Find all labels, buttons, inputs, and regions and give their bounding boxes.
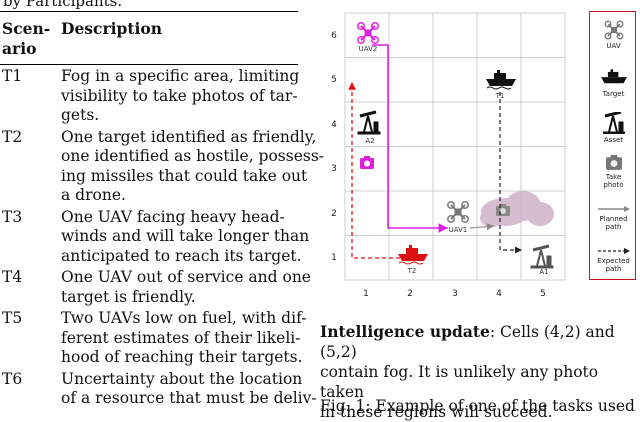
intel-line-2: contain fog. It is unlikely any photo ta…: [320, 363, 599, 401]
description-line: of a resource that must be deliv-: [61, 389, 317, 407]
scenario-id: T2: [2, 127, 23, 146]
description-line: a drone.: [61, 186, 126, 204]
t1-ship-icon: [486, 70, 516, 90]
legend-expected-path: Expected path: [590, 247, 637, 273]
table-row: T5 Two UAVs low on fuel, with dif-ferent …: [0, 309, 307, 368]
figure-caption: Fig. 1: Example of one of the tasks used: [320, 397, 635, 415]
description-line: One UAV out of service and one: [61, 268, 311, 286]
table-caption-tail: by Participants.: [3, 0, 123, 10]
a2-label: A2: [365, 137, 374, 145]
take-photo-icon: [360, 156, 374, 169]
header-scenario-line2: ario: [2, 39, 37, 58]
intel-line-1-rest: : Cells (4,2) and (5,2): [320, 323, 615, 361]
pumpjack-icon: [602, 110, 625, 135]
t2-expected-path: [348, 82, 400, 259]
drone-icon: [604, 20, 623, 40]
x-tick: 3: [452, 289, 458, 299]
a1-label: A1: [539, 268, 548, 276]
y-tick: 4: [331, 120, 337, 130]
uav2-planned-path: [372, 44, 448, 233]
camera-icon: [605, 155, 622, 170]
intel-heading: Intelligence update: [320, 322, 490, 341]
t1-expected-path: [499, 92, 522, 254]
scenario-id: T6: [2, 369, 23, 388]
t2-label: T2: [407, 267, 417, 275]
grid-lines: [344, 12, 566, 281]
description-line: ing missiles that could take out: [61, 166, 308, 185]
legend-planned-path: Planned path: [590, 205, 637, 231]
legend-uav: UAV: [590, 20, 637, 50]
y-tick: 2: [331, 209, 337, 219]
legend-label: Target: [602, 90, 625, 98]
y-tick: 5: [331, 75, 337, 85]
dashed-arrow-icon: [597, 248, 630, 254]
scenario-map: 1 2 3 4 5 6 5 4 3 2 1 UAV: [331, 12, 566, 299]
description-line: one identified as hostile, possess-: [61, 147, 325, 165]
table-row: T2 One target identified as friendly,one …: [0, 127, 325, 206]
scenario-description: One UAV facing heavy head-winds and will…: [61, 207, 310, 267]
table-row: T3 One UAV facing heavy head-winds and wi…: [0, 207, 310, 267]
ship-icon: [600, 69, 627, 84]
description-line: visibility to take photos of tar-: [61, 86, 298, 105]
scenario-id: T5: [2, 309, 23, 327]
header-scenario-line1: Scen-: [2, 19, 51, 38]
a2-pumpjack-icon: [357, 110, 381, 135]
fog-cloud: [480, 191, 554, 227]
scenario-id: T4: [2, 268, 23, 286]
description-line: Fog in a specific area, limiting: [61, 67, 300, 85]
table-top-rule: [0, 11, 298, 12]
x-tick: 5: [540, 289, 546, 299]
legend-label: Take photo: [603, 173, 624, 189]
description-line: target is friendly.: [61, 287, 196, 306]
map-legend: UAV Target Asset Take photo: [589, 11, 636, 280]
description-line: Uncertainty about the location: [61, 369, 303, 388]
a1-pumpjack-icon: [530, 244, 554, 269]
description-line: gets.: [61, 106, 100, 124]
x-axis-ticks: 1 2 3 4 5: [363, 289, 546, 299]
table-header-rule: [0, 64, 298, 65]
uav2-drone-icon: [357, 22, 379, 44]
legend-asset: Asset: [590, 110, 637, 144]
t1-label: T1: [495, 92, 505, 100]
legend-label: Asset: [603, 136, 624, 144]
description-line: ferent estimates of their likeli-: [61, 328, 301, 347]
table-header-description: Description: [61, 19, 163, 38]
y-tick: 3: [331, 164, 337, 174]
scenario-description: Two UAVs low on fuel, with dif-ferent es…: [61, 309, 307, 368]
description-line: hood of reaching their targets.: [61, 348, 303, 366]
description-line: One UAV facing heavy head-: [61, 207, 285, 226]
intel-line-1: Intelligence update: Cells (4,2) and (5,…: [320, 322, 638, 362]
y-tick: 6: [331, 31, 337, 41]
x-tick: 2: [407, 289, 413, 299]
uav1-drone-icon: [447, 201, 469, 223]
description-line: anticipated to reach its target.: [61, 246, 302, 265]
solid-arrow-icon: [597, 206, 630, 212]
scenario-id: T3: [2, 207, 23, 226]
description-line: winds and will take longer than: [61, 227, 310, 245]
description-line: One target identified as friendly,: [61, 127, 317, 146]
y-axis-ticks: 6 5 4 3 2 1: [331, 31, 337, 263]
x-tick: 4: [496, 289, 502, 299]
t2-ship-icon: [398, 245, 428, 265]
y-tick: 1: [331, 253, 337, 263]
scenario-description: One target identified as friendly,one id…: [61, 127, 325, 206]
uav1-label: UAV1: [449, 226, 468, 234]
legend-label: Planned path: [599, 215, 628, 231]
x-tick: 1: [363, 289, 369, 299]
uav2-label: UAV2: [359, 45, 378, 53]
uav1-planned-path: [469, 223, 495, 231]
legend-take-photo: Take photo: [590, 155, 637, 189]
legend-label: Expected path: [597, 257, 630, 273]
scenario-id: T1: [2, 67, 23, 85]
legend-label: UAV: [606, 42, 621, 50]
table-header-scenario: Scen- ario: [2, 19, 52, 59]
legend-target: Target: [590, 68, 637, 98]
description-line: Two UAVs low on fuel, with dif-: [61, 309, 307, 327]
